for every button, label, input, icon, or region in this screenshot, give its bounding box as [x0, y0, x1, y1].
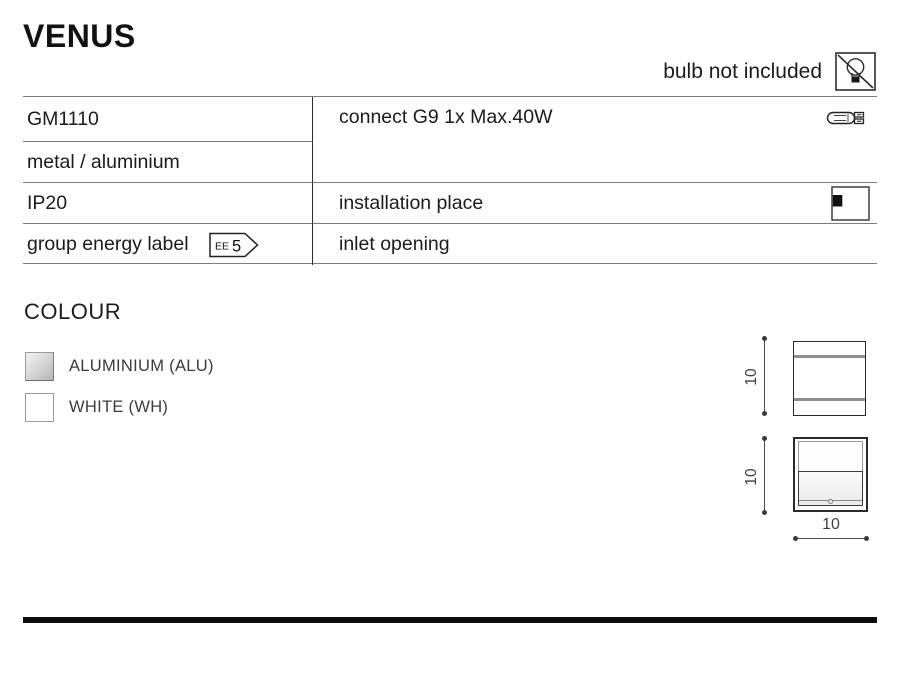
drawing-trim-line [794, 398, 865, 401]
dimension-line-vertical-top [764, 339, 765, 414]
dimension-endpoint [762, 436, 767, 441]
technical-drawing-side [793, 341, 866, 416]
spec-installation-cell: installation place [313, 183, 877, 224]
drawing-upper-panel [798, 441, 863, 472]
aluminium-label: ALUMINIUM (ALU) [69, 357, 214, 375]
spec-energy-cell: group energy label EE 5 [23, 224, 313, 265]
height-dimension-top: 10 [743, 368, 760, 386]
dimension-endpoint [864, 536, 869, 541]
connect-label: connect G9 1x Max.40W [339, 106, 553, 128]
white-label: WHITE (WH) [69, 398, 169, 416]
energy-label-badge: EE 5 [208, 232, 259, 258]
energy-label-text: group energy label [27, 233, 189, 255]
spec-connect-cell: connect G9 1x Max.40W [313, 97, 877, 183]
wall-mount-icon [831, 185, 870, 221]
drawing-knob [828, 498, 833, 504]
ip-rating: IP20 [27, 191, 68, 214]
bulb-not-included-label: bulb not included [663, 60, 822, 83]
dimension-line-vertical-bottom [764, 439, 765, 512]
energy-badge-prefix: EE [215, 240, 229, 252]
page-title: VENUS [23, 18, 136, 54]
white-swatch [25, 393, 54, 422]
colour-heading: COLOUR [24, 299, 122, 324]
technical-drawing-front [793, 437, 868, 512]
dimension-endpoint [762, 336, 767, 341]
bulb-not-included-icon [835, 52, 876, 91]
spec-ip-cell: IP20 [23, 183, 313, 224]
model-number: GM1110 [27, 107, 99, 130]
colour-option-white: WHITE (WH) [25, 393, 168, 422]
installation-place-label: installation place [339, 191, 484, 214]
spec-inlet-cell: inlet opening [313, 224, 877, 265]
energy-badge-value: 5 [232, 237, 241, 255]
spec-table: GM1110 connect G9 1x Max.40W metal / alu… [23, 96, 877, 265]
width-dimension: 10 [822, 516, 840, 533]
material-label: metal / aluminium [27, 150, 180, 173]
aluminium-swatch [25, 352, 54, 381]
drawing-lower-panel [798, 471, 863, 506]
colour-option-aluminium: ALUMINIUM (ALU) [25, 352, 214, 381]
dimension-endpoint [762, 411, 767, 416]
dimension-endpoint [793, 536, 798, 541]
dimension-line-horizontal [795, 538, 867, 539]
bottom-divider-bar [23, 617, 877, 623]
g9-bulb-icon [826, 108, 870, 128]
spec-material-cell: metal / aluminium [23, 142, 313, 183]
dimension-endpoint [762, 510, 767, 515]
height-dimension-bottom: 10 [743, 468, 760, 486]
spec-model-cell: GM1110 [23, 97, 313, 142]
drawing-trim-line [794, 355, 865, 358]
inlet-opening-label: inlet opening [339, 233, 450, 255]
